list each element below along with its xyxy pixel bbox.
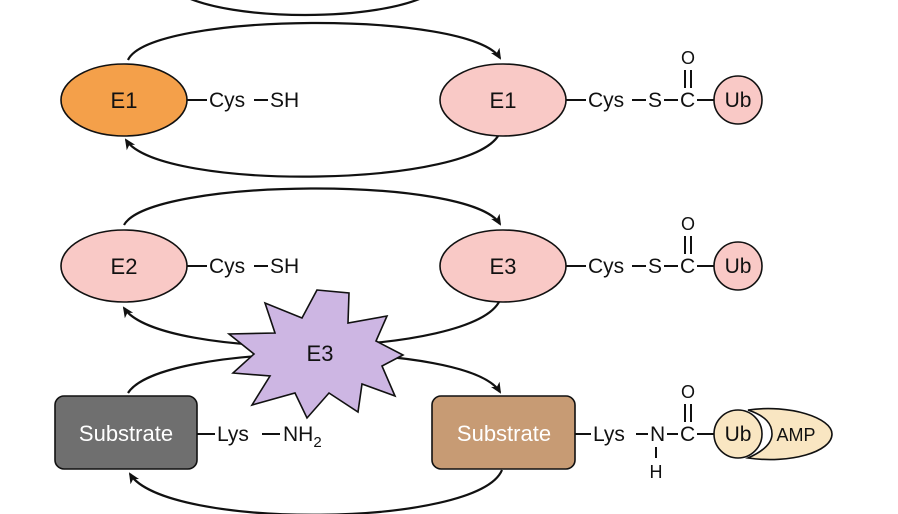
e2-node: E2 <box>60 229 188 303</box>
substrate-ub-box <box>431 395 576 470</box>
substrate-free-label: Substrate <box>79 421 173 446</box>
substrate-free-box <box>54 395 198 470</box>
isopeptide-c-label: C <box>680 423 695 446</box>
substrate-free-node: Substrate <box>54 395 198 470</box>
e3-charged-node: E3 <box>439 229 567 303</box>
e3-charged-label: E3 <box>490 254 517 279</box>
e2-free-group: Cys SH <box>187 255 299 278</box>
e1-return-arrow <box>124 131 502 178</box>
e3-ligase-star: E3 <box>226 289 405 420</box>
e3-star-label: E3 <box>307 341 334 366</box>
e1-ub-label: Ub <box>725 89 752 112</box>
isopeptide-group: Lys N H C O AMP Ub <box>575 382 833 482</box>
e3-cys-label: Cys <box>588 255 624 278</box>
e1-cys-label: Cys <box>209 89 245 112</box>
substrate-return-arrow <box>128 469 504 514</box>
e3-thioester-group: Cys S C O Ub <box>566 214 763 291</box>
e3-ub-tag <box>713 241 763 291</box>
isopeptide-lys-label: Lys <box>593 423 625 446</box>
e1-c-label: C <box>680 89 695 112</box>
substrate-nh-text: NH <box>283 423 313 446</box>
e2-cys-label: Cys <box>209 255 245 278</box>
isopeptide-o-label: O <box>681 382 695 402</box>
substrate-ub-node: Substrate <box>431 395 576 470</box>
substrate-nh2-label: NH2 <box>283 423 322 451</box>
e3-s-label: S <box>648 255 662 278</box>
substrate-free-group: Lys NH2 <box>197 423 322 451</box>
e1-thioester-group: Cys S C O Ub <box>566 48 763 125</box>
e1-charged-cys-label: Cys <box>588 89 624 112</box>
e1-forward-arrow <box>127 21 502 61</box>
e1-charged-label: E1 <box>490 88 517 113</box>
e1-ub-tag <box>713 75 763 125</box>
substrate-nh-subscript: 2 <box>313 434 321 451</box>
isopeptide-n-label: N <box>650 423 665 446</box>
e1-sh-label: SH <box>270 89 299 112</box>
isopeptide-h-label: H <box>650 462 663 482</box>
e2-label: E2 <box>111 254 138 279</box>
substrate-ub-tag-label: Ub <box>725 423 752 446</box>
e3-o-label: O <box>681 214 695 234</box>
e1-free-label: E1 <box>111 88 138 113</box>
top-partial-arc <box>190 0 420 17</box>
substrate-ub-tag <box>713 409 763 459</box>
e3-star-shape <box>226 289 405 420</box>
e1-o-label: O <box>681 48 695 68</box>
e1-free-group: Cys SH <box>187 89 299 112</box>
e1-free-node: E1 <box>60 63 188 137</box>
amp-label: AMP <box>776 425 815 445</box>
e3-ub-label: Ub <box>725 255 752 278</box>
substrate-lys-label: Lys <box>217 423 249 446</box>
e1-s-label: S <box>648 89 662 112</box>
amp-tag <box>745 407 833 461</box>
e1-charged-node: E1 <box>439 63 567 137</box>
e2-sh-label: SH <box>270 255 299 278</box>
e3-c-label: C <box>680 255 695 278</box>
substrate-ub-label: Substrate <box>457 421 551 446</box>
e2-forward-arrow <box>123 187 502 226</box>
